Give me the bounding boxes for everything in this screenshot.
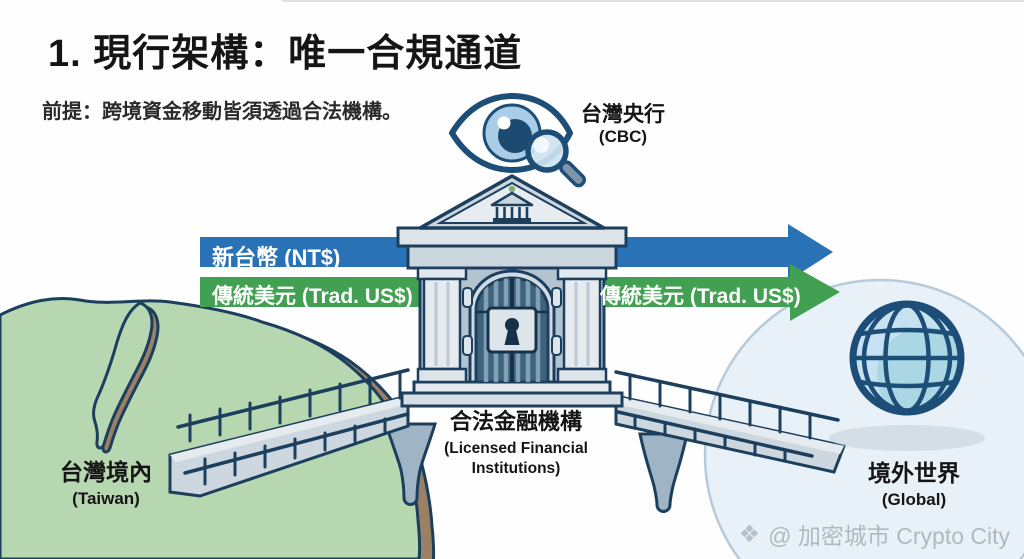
bank-building [396,174,628,408]
cbc-abbr: (CBC) [598,127,648,147]
taiwan-label: 台灣境內 (Taiwan) [24,458,188,510]
global-name: 境外世界 [868,460,960,486]
usd-arrow-label-left: 傳統美元 (Trad. US$) [212,285,413,308]
crypto-city-diamond-icon: ❖ [738,520,761,548]
globe-shadow [829,425,985,451]
bridge-pier-left [383,422,438,506]
column-left [416,266,468,384]
page-title: 1. 現行架構：唯一合規通道 [48,33,523,75]
institution-en: (Licensed Financial Institutions) [444,439,588,477]
watermark: ❖ @ 加密城市 Crypto City [739,517,1010,551]
global-en: (Global) [881,489,947,509]
cbc-eye-magnifier-icon [449,93,587,188]
taiwan-en: (Taiwan) [72,488,140,508]
usd-arrow-label-right: 傳統美元 (Trad. US$) [600,285,801,308]
cbc-name: 台灣央行 [581,103,665,126]
bank-emblem-icon [490,185,534,223]
watermark-text: @ 加密城市 Crypto City [768,523,1010,549]
ntd-arrow-label: 新台幣 (NT$) [212,245,341,270]
global-label: 境外世界 (Global) [832,459,996,511]
page-subtitle: 前提：跨境資金移動皆須透過合法機構。 [42,101,402,123]
cropped-text-artifact [282,0,1024,2]
bridge-pier-right [638,432,689,513]
institution-label: 合法金融機構 (Licensed Financial Institutions) [424,408,608,479]
bridge [168,368,847,513]
taiwan-name: 台灣境內 [60,459,152,485]
lock-icon [486,306,538,354]
cbc-label: 台灣央行 (CBC) [568,103,678,147]
institution-name: 合法金融機構 [449,409,582,434]
column-right [556,266,608,384]
